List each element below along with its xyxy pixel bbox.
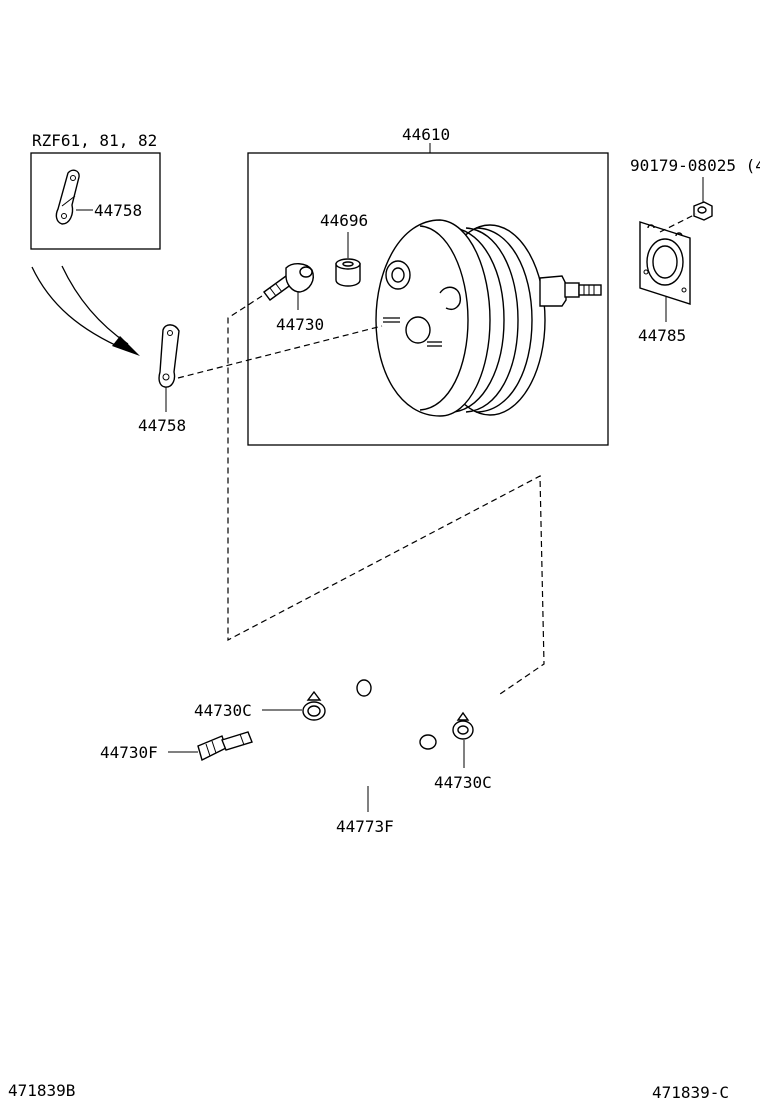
booster-box: [247, 152, 609, 446]
clip-upper-icon: [302, 690, 326, 721]
hose-label: 44773F: [336, 817, 394, 836]
clip-lower-label: 44730C: [434, 773, 492, 792]
inset-bracket-icon: [55, 169, 80, 225]
footer-code-left: 471839B: [8, 1081, 75, 1100]
booster-label: 44610: [402, 125, 450, 144]
footer-code-right: 471839-C: [652, 1083, 729, 1102]
inset-group: RZF61, 81, 82 44758: [30, 131, 161, 250]
arrow-head-icon: [112, 336, 140, 356]
brake-booster-icon: [375, 219, 602, 417]
clip-upper-label: 44730C: [194, 701, 252, 720]
grommet-label: 44696: [320, 211, 368, 230]
nut-icon: [693, 201, 713, 221]
inset-model-label: RZF61, 81, 82: [32, 131, 157, 150]
grommet-icon: [335, 258, 361, 287]
union-label: 44730F: [100, 743, 158, 762]
clip-lower-icon: [452, 711, 474, 740]
vacuum-hose-icon: [351, 673, 437, 783]
gasket-label: 44785: [638, 326, 686, 345]
union-icon: [197, 731, 253, 762]
inset-box: [30, 152, 161, 250]
nut-label: 90179-08025 (4): [630, 156, 760, 175]
nut-group: 90179-08025 (4): [630, 156, 760, 221]
bracket-label: 44758: [138, 416, 186, 435]
gasket-group: 44785: [638, 221, 691, 345]
reference-arrows: [31, 265, 140, 356]
booster-group: 44610 4469: [247, 125, 609, 446]
gasket-icon: [639, 221, 691, 305]
hose-assembly-group: 44730C 44730F 44773F: [100, 673, 492, 836]
inset-part-label: 44758: [94, 201, 142, 220]
bracket-44758: 44758: [138, 324, 186, 435]
dashed-leaders: [177, 213, 697, 695]
check-valve-icon: [263, 263, 314, 310]
check-valve-label: 44730: [276, 315, 324, 334]
